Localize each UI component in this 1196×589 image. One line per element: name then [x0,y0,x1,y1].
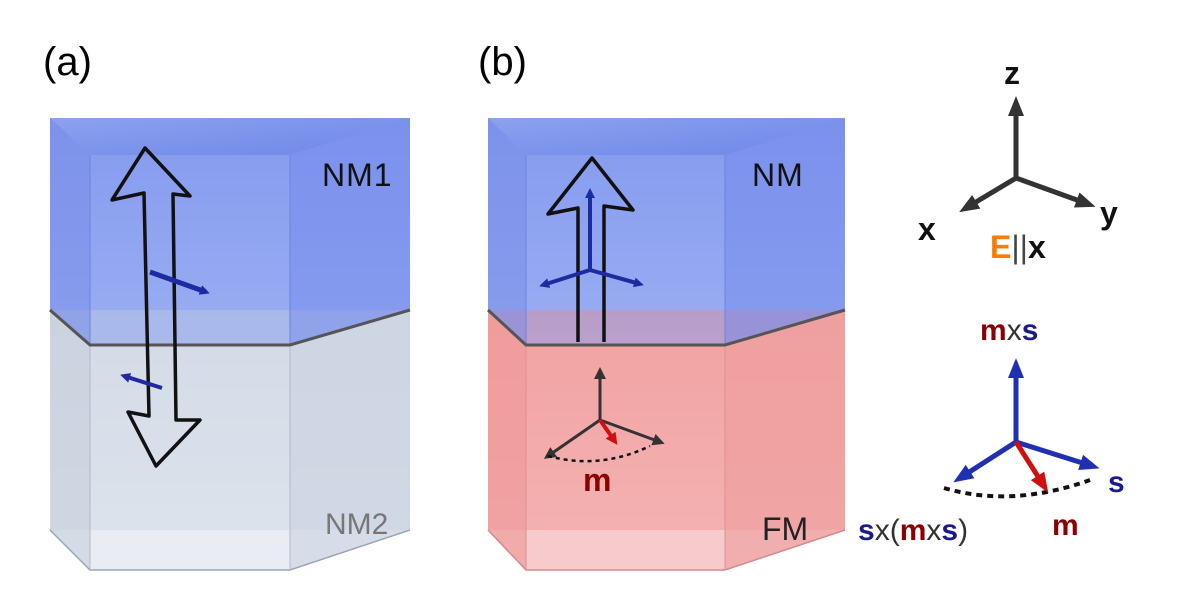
spin-current-double-arrow [110,146,202,468]
nm-block [488,118,845,345]
torque-vectors: mxs s m sx(mxs) [858,314,1125,547]
field-x-label: x [1028,229,1046,265]
mxs-x: x [1007,314,1022,347]
mxs-s: s [1022,314,1039,347]
m-label-panel-b: m [583,462,611,498]
y-axis-label: y [1100,195,1118,231]
sxmxs-close: ) [958,514,968,547]
field-direction-label: E||x [990,229,1046,265]
interface-line-b [486,308,846,347]
fm-label: FM [762,511,808,547]
m-arrow [598,418,618,445]
mxs-label: mxs [980,314,1038,347]
coordinate-axes: z x y E||x [918,55,1118,265]
sxmxs-s2: s [941,514,958,547]
y-axis [1015,175,1096,208]
panel-a-label: (a) [43,40,92,84]
sxmxs-x: x( [875,514,900,547]
nm1-label: NM1 [322,157,393,193]
x-axis-label: x [918,211,936,247]
sxmxs-s: s [858,514,875,547]
fm-block [487,310,846,571]
s-vector-label: s [1108,466,1125,499]
spin-current-up-arrow [546,156,635,342]
spin-arrow-lower [120,373,163,390]
sxmxs-vector [953,439,1018,483]
nm2-block [49,310,411,571]
nm1-block [50,118,410,345]
x-axis [959,175,1018,213]
sxmxs-x2: x [926,514,941,547]
interface-line-a [49,308,411,347]
magnetization-triad [543,367,665,463]
panel-b: (b) [478,40,846,571]
panel-a: (a) NM1 NM2 [43,40,411,571]
panel-b-label: (b) [478,40,527,84]
field-e-label: E [990,229,1011,265]
spin-triad [539,188,644,288]
s-vector [1015,439,1100,471]
z-axis-label: z [1004,55,1020,91]
mxs-m: m [980,314,1007,347]
sxmxs-m: m [900,514,927,547]
m-vector-label: m [1052,509,1079,542]
m-vector [1013,440,1049,493]
spin-arrow-upper [149,269,210,295]
precession-arc [943,478,1091,499]
nm-label: NM [752,157,804,193]
field-parallel-label: || [1011,229,1028,265]
nm2-label: NM2 [325,508,388,541]
sxmxs-label: sx(mxs) [858,514,968,547]
